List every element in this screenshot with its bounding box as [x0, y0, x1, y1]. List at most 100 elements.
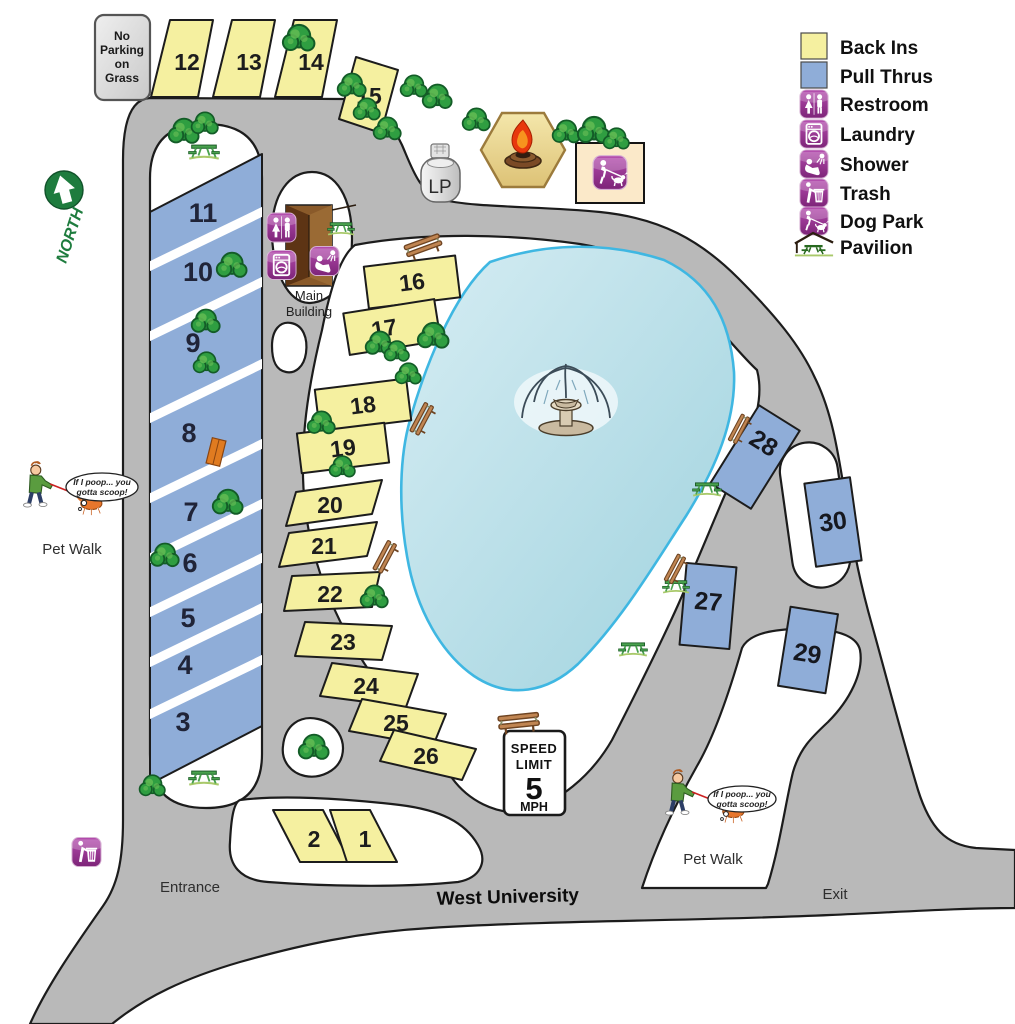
svg-text:MPH: MPH: [520, 800, 548, 814]
small-grass-blob-upper: [270, 321, 308, 374]
legend-item-restroom: Restroom: [800, 90, 929, 118]
fountain: [514, 363, 618, 437]
svg-text:If I poop... you: If I poop... you: [713, 789, 771, 799]
svg-text:Laundry: Laundry: [840, 125, 915, 146]
svg-text:4: 4: [177, 650, 192, 680]
strip-stripes: [150, 205, 262, 721]
restroom-icon: [800, 90, 828, 118]
site-1[interactable]: 1: [329, 809, 398, 863]
pet-walk-label: Pet Walk: [42, 541, 102, 558]
svg-text:Pavilion: Pavilion: [840, 238, 913, 259]
svg-text:30: 30: [817, 506, 848, 538]
svg-text:6: 6: [182, 548, 197, 578]
lp-label: LP: [428, 177, 451, 198]
svg-text:Restroom: Restroom: [840, 95, 929, 116]
speed-limit-sign: SPEED LIMIT 5 MPH: [502, 729, 567, 817]
site-22[interactable]: 22: [283, 571, 381, 612]
site-23[interactable]: 23: [294, 621, 393, 661]
site-10[interactable]: 10: [183, 257, 213, 287]
site-29[interactable]: 29: [777, 605, 839, 695]
site-18[interactable]: 18: [313, 377, 413, 433]
site-11[interactable]: 11: [189, 198, 218, 228]
pet-walk-left: If I poop... you gotta scoop! Pet Walk: [23, 462, 139, 558]
svg-text:on: on: [115, 57, 130, 71]
legend-item-shower: Shower: [799, 149, 909, 179]
legend-item-pull-thrus: Pull Thrus: [800, 61, 933, 89]
svg-text:22: 22: [317, 581, 343, 607]
exit-label: Exit: [822, 886, 848, 903]
svg-text:gotta scoop!: gotta scoop!: [76, 487, 128, 497]
svg-text:7: 7: [183, 497, 198, 527]
svg-text:If I poop... you: If I poop... you: [73, 477, 131, 487]
north-arrow: NORTH: [44, 170, 88, 266]
svg-text:20: 20: [317, 492, 343, 518]
svg-text:SPEED: SPEED: [511, 741, 558, 756]
svg-text:gotta scoop!: gotta scoop!: [716, 799, 768, 809]
legend-item-dog-park: Dog Park: [799, 206, 924, 236]
site-12[interactable]: 12: [150, 19, 214, 98]
site-30[interactable]: 30: [803, 476, 863, 568]
svg-text:11: 11: [189, 198, 218, 228]
trash-icon: [71, 836, 102, 868]
svg-text:18: 18: [349, 391, 378, 420]
pet-walk-right: If I poop... you gotta scoop! Pet Walk: [665, 770, 777, 868]
pet-walk-label: Pet Walk: [683, 851, 743, 868]
trash-icon: [799, 178, 829, 208]
svg-text:12: 12: [174, 49, 200, 75]
svg-text:13: 13: [236, 49, 262, 75]
tree-icon: [551, 119, 581, 144]
no-parking-sign: No Parking on Grass: [93, 13, 152, 102]
site-4[interactable]: 4: [177, 650, 192, 680]
site-28[interactable]: 28: [709, 404, 801, 510]
site-20[interactable]: 20: [285, 479, 383, 527]
svg-text:LIMIT: LIMIT: [516, 757, 552, 772]
pull-thrus-swatch: [800, 61, 828, 89]
site-5[interactable]: 5: [180, 603, 195, 633]
site-21[interactable]: 21: [278, 521, 378, 568]
site-6[interactable]: 6: [182, 548, 197, 578]
legend-item-pavilion: Pavilion: [793, 231, 913, 259]
shower-icon: [309, 245, 340, 277]
svg-text:14: 14: [298, 49, 324, 75]
svg-text:1: 1: [359, 826, 372, 852]
strip-bench: [205, 436, 227, 468]
svg-text:29: 29: [791, 638, 823, 670]
site-27[interactable]: 27: [678, 561, 738, 651]
pond: [399, 245, 736, 692]
svg-text:23: 23: [330, 629, 356, 655]
svg-text:Parking: Parking: [100, 43, 144, 57]
svg-text:2: 2: [308, 826, 321, 852]
svg-text:10: 10: [183, 257, 213, 287]
legend-item-trash: Trash: [799, 178, 891, 208]
north-label: NORTH: [54, 206, 88, 266]
lp-tank: LP: [420, 143, 461, 203]
site-7[interactable]: 7: [183, 497, 198, 527]
legend-item-laundry: Laundry: [799, 119, 915, 149]
svg-text:26: 26: [413, 743, 439, 769]
main-building-label-line1: Main: [295, 288, 323, 303]
entrance-label: Entrance: [160, 879, 220, 896]
site-13[interactable]: 13: [212, 19, 276, 98]
svg-text:9: 9: [185, 328, 200, 358]
site-16[interactable]: 16: [362, 254, 462, 310]
fire-pit: [479, 111, 567, 189]
svg-text:No: No: [114, 29, 130, 43]
svg-text:8: 8: [181, 418, 196, 448]
dog-park-icon: [592, 155, 628, 190]
svg-text:27: 27: [693, 587, 723, 617]
pull-thru-strip: [149, 153, 263, 785]
svg-text:3: 3: [175, 707, 190, 737]
svg-text:5: 5: [525, 771, 542, 806]
site-3[interactable]: 3: [175, 707, 190, 737]
svg-text:Shower: Shower: [840, 155, 909, 176]
street-label: West University: [437, 885, 580, 910]
main-building-label-line2: Building: [286, 304, 332, 319]
svg-text:Trash: Trash: [840, 184, 891, 205]
site-8[interactable]: 8: [181, 418, 196, 448]
site-9[interactable]: 9: [185, 328, 200, 358]
tree-icon: [461, 107, 491, 132]
site-26[interactable]: 26: [379, 729, 477, 781]
laundry-icon: [266, 249, 297, 281]
svg-text:Grass: Grass: [105, 71, 139, 85]
